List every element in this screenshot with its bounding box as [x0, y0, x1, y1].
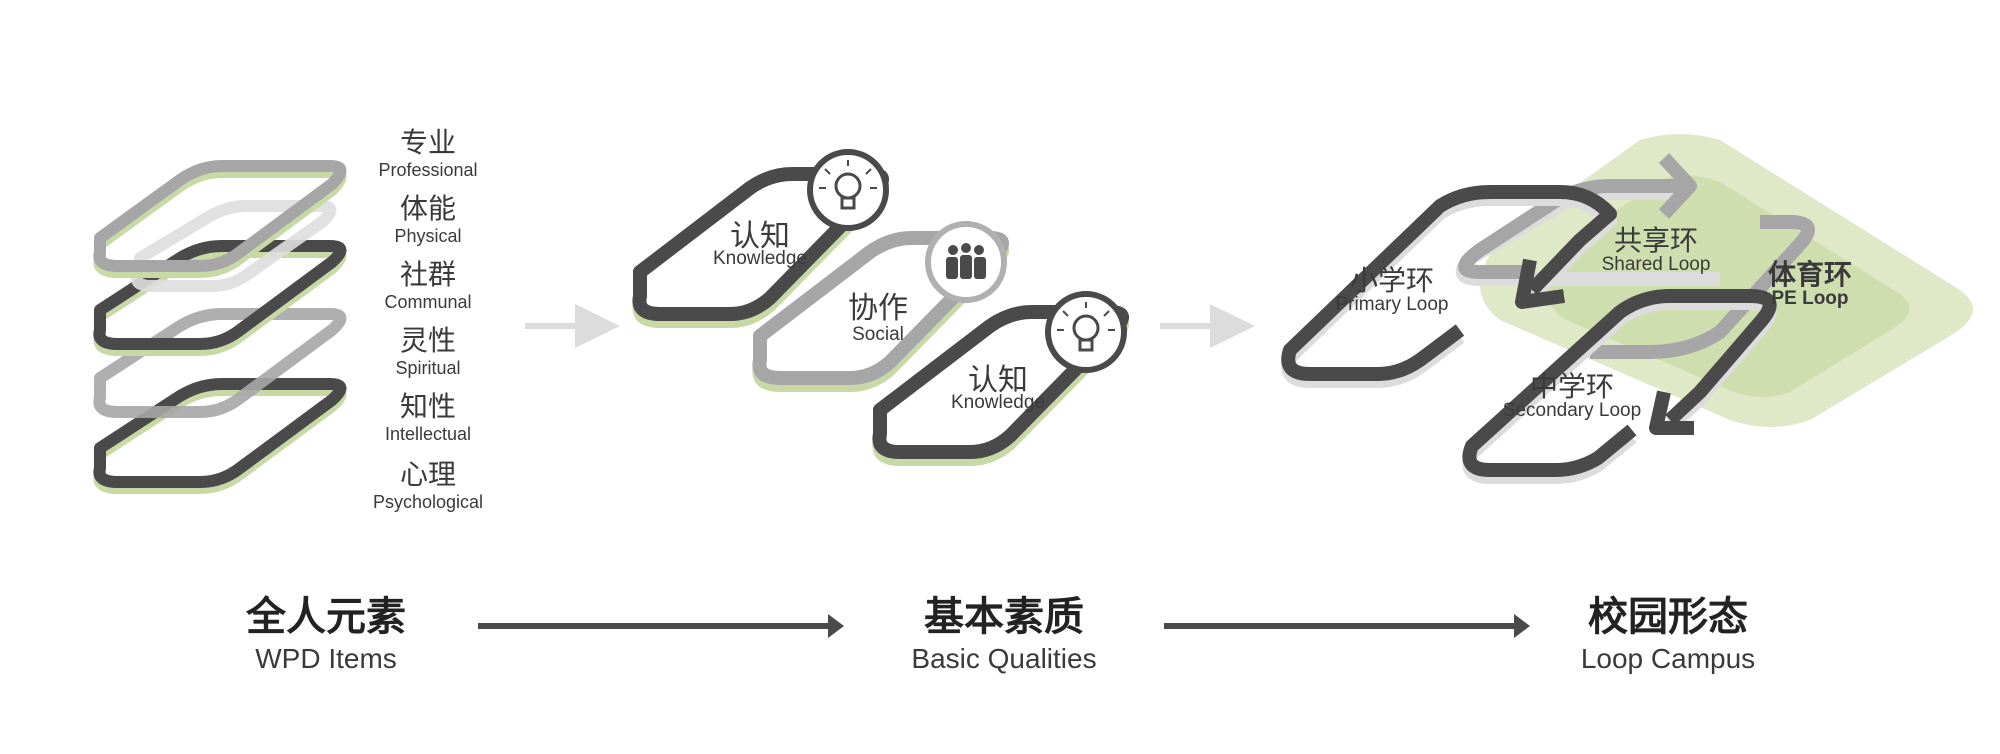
wpd-item-list: 专业 Professional 体能 Physical 社群 Communal … — [373, 126, 483, 512]
layer-plate-intellectual — [93, 308, 347, 418]
stage-title-en: Basic Qualities — [911, 643, 1096, 674]
item-en: Intellectual — [385, 424, 471, 444]
shared-loop-path — [1455, 153, 1815, 359]
item-zh: 灵性 — [400, 324, 456, 357]
layer-plate-physical — [131, 200, 337, 292]
stage-title-zh: 全人元素 — [245, 594, 406, 640]
flow-arrow-1 — [478, 614, 844, 638]
lightbulb-icon — [807, 149, 889, 231]
quality-en: Knowledge — [951, 392, 1045, 413]
quality-zh: 协作 — [848, 291, 908, 326]
primary-loop-path — [1281, 185, 1617, 388]
item-zh: 社群 — [400, 258, 456, 291]
primary-loop-zh: 小学环 — [1350, 264, 1434, 297]
quality-en: Social — [852, 324, 904, 345]
item-zh: 知性 — [400, 390, 456, 423]
lightbulb-icon — [1045, 291, 1127, 373]
layer-plate-communal — [93, 240, 347, 356]
item-en: Communal — [384, 292, 471, 312]
item-en: Spiritual — [395, 358, 460, 378]
stage-title-zh: 校园形态 — [1588, 594, 1748, 640]
flow-arrow-2 — [1164, 614, 1530, 638]
item-zh: 体能 — [400, 192, 456, 225]
transition-arrow-2 — [1160, 304, 1255, 348]
layer-plate-professional — [93, 160, 347, 278]
item-zh: 心理 — [400, 458, 456, 491]
transition-arrow-1 — [525, 304, 620, 348]
stage-title-en: WPD Items — [255, 643, 397, 674]
shared-loop-zh: 共享环 — [1614, 224, 1698, 257]
quality-en: Knowledge — [713, 248, 807, 269]
people-icon — [925, 221, 1007, 303]
item-en: Psychological — [373, 492, 483, 512]
layer-plate-psychological — [93, 378, 347, 494]
item-en: Physical — [394, 226, 461, 246]
stage-captions: 全人元素 WPD Items 基本素质 Basic Qualities 校园形态… — [245, 594, 1755, 674]
primary-loop-en: Primary Loop — [1336, 294, 1449, 315]
item-en: Professional — [378, 160, 477, 180]
pe-loop-zh: 体育环 — [1768, 258, 1852, 291]
wpd-layer-stack — [93, 160, 347, 494]
stage-title-zh: 基本素质 — [924, 594, 1084, 640]
stage-title-en: Loop Campus — [1581, 643, 1755, 674]
quality-labels: 认知 Knowledge 协作 Social 认知 Knowledge — [713, 219, 1045, 413]
secondary-loop-path — [1462, 289, 1777, 484]
quality-zh: 认知 — [730, 219, 790, 254]
loop-labels: 小学环 Primary Loop 共享环 Shared Loop 体育环 PE … — [1336, 224, 1853, 421]
secondary-loop-en: Secondary Loop — [1503, 400, 1641, 421]
quality-zh: 认知 — [968, 363, 1028, 398]
secondary-loop-zh: 中学环 — [1530, 370, 1614, 403]
shared-loop-en: Shared Loop — [1602, 254, 1711, 275]
item-zh: 专业 — [400, 126, 456, 159]
pe-loop-en: PE Loop — [1771, 288, 1848, 309]
